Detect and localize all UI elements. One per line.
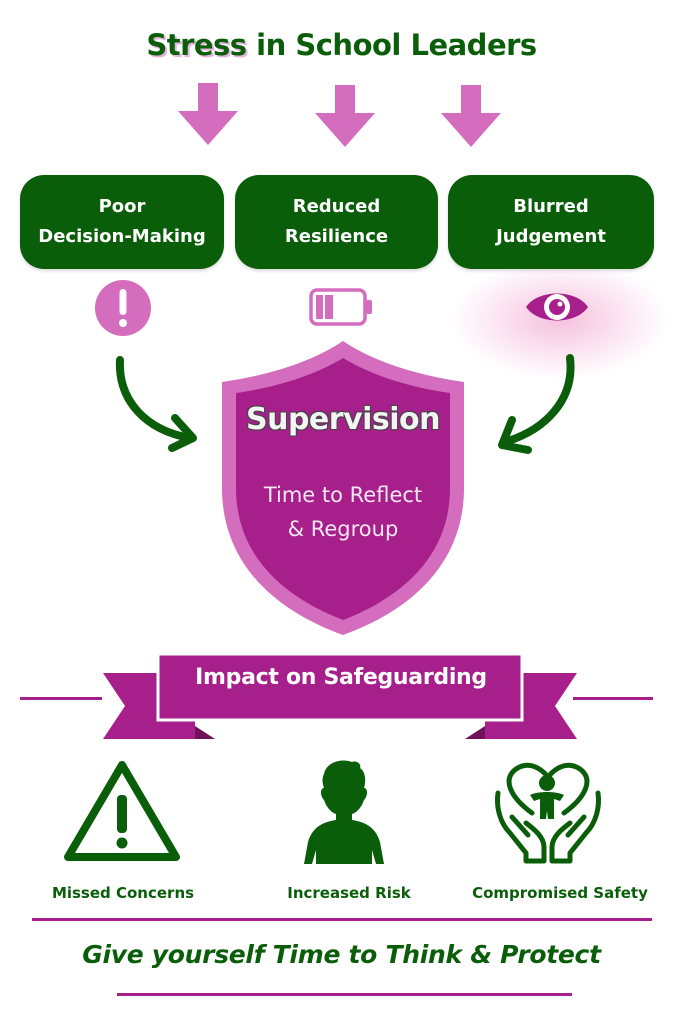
curved-arrow-left-icon: [498, 354, 575, 454]
divider-line: [117, 993, 572, 996]
effect-box-poor-decision-making: Poor Decision-Making: [20, 175, 224, 269]
down-arrow-icon: [441, 85, 501, 147]
impact-label-missed-concerns: Missed Concerns: [51, 884, 195, 902]
child-silhouette-icon: [304, 760, 384, 864]
effect-line1: Poor: [98, 196, 146, 217]
hands-heart-child-icon: [495, 762, 601, 864]
effect-box-blurred-judgement: Blurred Judgement: [448, 175, 654, 269]
divider-line: [20, 697, 102, 700]
banner-label: Impact on Safeguarding: [195, 665, 487, 690]
title-rest: in School Leaders: [246, 28, 537, 62]
effect-box-reduced-resilience: Reduced Resilience: [235, 175, 438, 269]
impact-label-compromised-safety: Compromised Safety: [472, 884, 648, 902]
blur-effect: [450, 270, 670, 380]
divider-line: [573, 697, 653, 700]
effect-line1: Blurred: [513, 196, 589, 217]
impact-label-increased-risk: Increased Risk: [287, 884, 411, 902]
shield-subtitle: Time to Reflect & Regroup: [222, 478, 464, 546]
shield-icon: [222, 341, 464, 635]
curved-arrow-right-icon: [115, 356, 197, 452]
effect-line1: Reduced: [292, 196, 381, 217]
low-battery-icon: [309, 288, 372, 326]
page-title: Stress in School Leaders: [0, 28, 683, 62]
down-arrow-icon: [315, 85, 375, 147]
down-arrow-icon: [178, 83, 238, 145]
ribbon-banner: [103, 652, 577, 739]
divider-line: [32, 918, 652, 921]
shield-title: Supervision: [245, 402, 441, 437]
effect-line2: Judgement: [496, 226, 606, 247]
shield-subtitle-line1: Time to Reflect: [263, 483, 423, 507]
shield-subtitle-line2: & Regroup: [287, 517, 399, 541]
effect-line2: Decision-Making: [38, 226, 206, 247]
eye-icon: [526, 293, 588, 321]
exclamation-circle-icon: [95, 280, 151, 336]
effect-line2: Resilience: [284, 226, 389, 247]
title-highlight: Stress: [146, 28, 247, 62]
warning-triangle-icon: [64, 761, 180, 861]
footer-tagline: Give yourself Time to Think & Protect: [82, 940, 601, 969]
